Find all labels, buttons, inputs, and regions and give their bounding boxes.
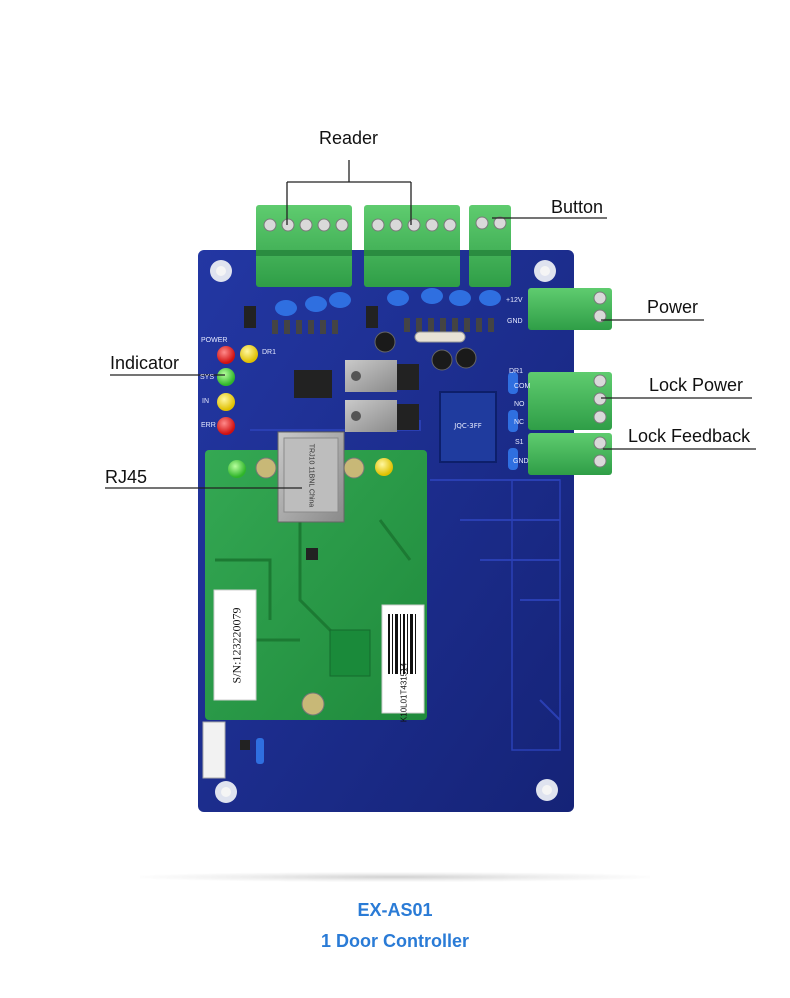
product-description: 1 Door Controller: [320, 931, 469, 951]
serial-number-sticker: S/N:123220079: [229, 607, 244, 684]
silk-gnd2-label: GND: [513, 458, 529, 465]
ic-chip: [294, 370, 332, 398]
button-terminal: [469, 205, 511, 287]
silk-power-label: POWER: [201, 337, 228, 344]
silk-err-label: ERR: [201, 422, 216, 429]
svg-text:JQC-3FF: JQC-3FF: [453, 422, 482, 430]
silk-no-label: NO: [514, 401, 525, 408]
silk-gnd-label: GND: [507, 318, 523, 325]
power-terminal: [528, 288, 612, 330]
barcode-label-text: K10L01T431514: [399, 662, 409, 723]
reader-terminal-1: [256, 205, 352, 287]
callout-lines: [105, 160, 756, 489]
relay: JQC-3FF: [439, 391, 497, 463]
caption-divider-shadow: [140, 872, 650, 882]
callout-rj45: RJ45: [105, 467, 148, 487]
silk-dr1-label: DR1: [262, 349, 277, 356]
callout-reader: Reader: [319, 128, 379, 148]
mounting-holes: [210, 260, 558, 803]
product-model-title: EX-AS01: [357, 900, 433, 920]
silk-in-label: IN: [202, 398, 209, 405]
lock-feedback-terminal: [528, 433, 612, 475]
silk-sys-label: SYS: [200, 374, 215, 381]
indicator-leds: [217, 345, 258, 435]
silk-s1-label: S1: [515, 439, 524, 446]
capacitors: [256, 288, 518, 764]
callout-lock-feedback: Lock Feedback: [628, 426, 751, 446]
lock-power-terminal: [528, 372, 612, 430]
callout-indicator: Indicator: [110, 353, 180, 373]
callout-button: Button: [551, 197, 604, 217]
bottom-connector: [202, 721, 226, 779]
callout-lock-power: Lock Power: [649, 375, 744, 395]
silk-com-label: COM: [514, 383, 531, 390]
silk-dr1-relay-label: DR1: [509, 368, 524, 375]
voltage-regulators: [345, 360, 419, 432]
silk-12v-label: +12V: [506, 297, 523, 304]
jack-brand-text: TRJ10 11BNL China: [307, 443, 315, 508]
callout-power: Power: [647, 297, 699, 317]
rj45-network-module: [205, 431, 427, 720]
reader-terminal-2: [364, 205, 460, 287]
silk-nc-label: NC: [514, 419, 525, 426]
